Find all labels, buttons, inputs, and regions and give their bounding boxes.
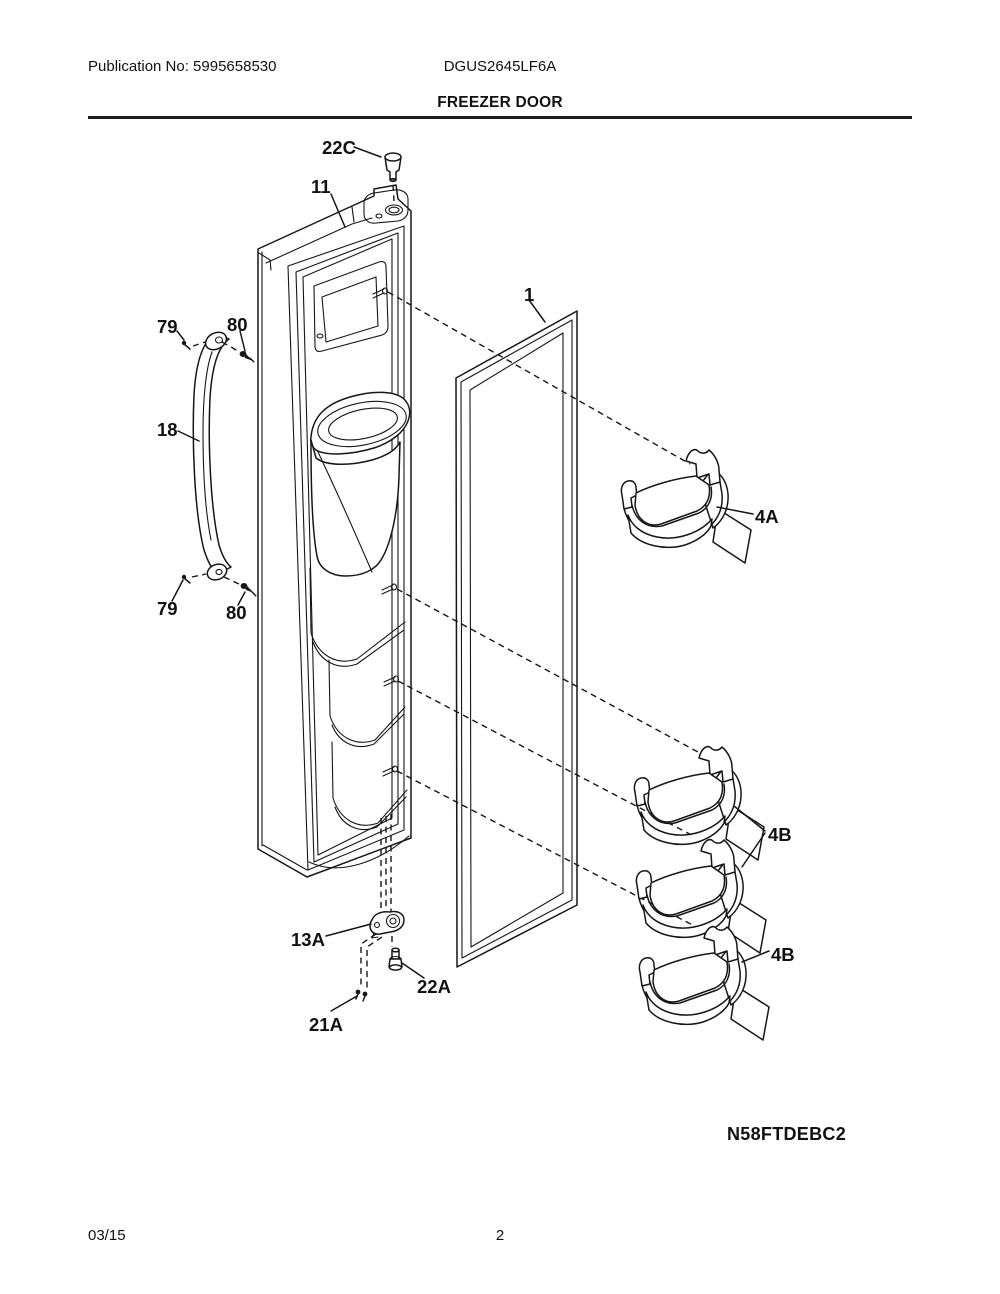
callout-4b-group: 4B	[768, 824, 792, 845]
door-upper-recess	[313, 261, 389, 352]
door-gasket	[455, 310, 578, 968]
callout-leader-lines	[171, 146, 770, 1012]
handle-screw-79-top	[181, 340, 191, 350]
callout-79-top: 79	[157, 316, 178, 337]
bottom-hinge-bracket-13a	[369, 910, 405, 939]
callout-4a: 4A	[755, 506, 779, 527]
door-top-plug-recess	[363, 189, 409, 224]
door-bin-4a	[620, 448, 752, 564]
top-plug-22c	[384, 152, 402, 202]
handle-bottom-alignment-dashes	[191, 573, 259, 599]
callout-21a: 21A	[309, 1014, 343, 1035]
callout-1: 1	[524, 284, 534, 305]
model-number: DGUS2645LF6A	[443, 58, 557, 75]
handle-screw-80-bottom	[240, 583, 254, 593]
publication-number: Publication No: 5995658530	[88, 58, 277, 75]
door-shelf-bays	[308, 567, 410, 869]
handle-screw-79-bottom	[181, 574, 191, 584]
diagram-code: N58FTDEBC2	[727, 1124, 847, 1144]
door-handle	[192, 331, 232, 581]
callout-13a: 13A	[291, 929, 325, 950]
door-bin-4b-second	[635, 838, 767, 954]
callout-22a: 22A	[417, 976, 451, 997]
door-dispenser-bulge	[309, 391, 411, 577]
callout-22c: 22C	[322, 137, 356, 158]
freezer-door-panel	[257, 184, 412, 878]
handle-top-alignment-dashes	[192, 341, 259, 367]
hinge-screws-21a	[355, 989, 368, 1002]
callout-11: 11	[311, 176, 331, 197]
door-bin-4b-first	[633, 745, 765, 861]
page-title: FREEZER DOOR	[437, 94, 563, 111]
callout-80-top: 80	[227, 314, 248, 335]
callout-79-bottom: 79	[157, 598, 178, 619]
footer-page-number: 2	[495, 1227, 505, 1244]
hinge-pin-bolt-22a	[388, 947, 403, 971]
footer-date: 03/15	[88, 1227, 126, 1244]
header-divider	[88, 116, 912, 119]
callout-4b-single: 4B	[771, 944, 795, 965]
callout-18: 18	[157, 419, 178, 440]
callout-80-bottom: 80	[226, 602, 247, 623]
